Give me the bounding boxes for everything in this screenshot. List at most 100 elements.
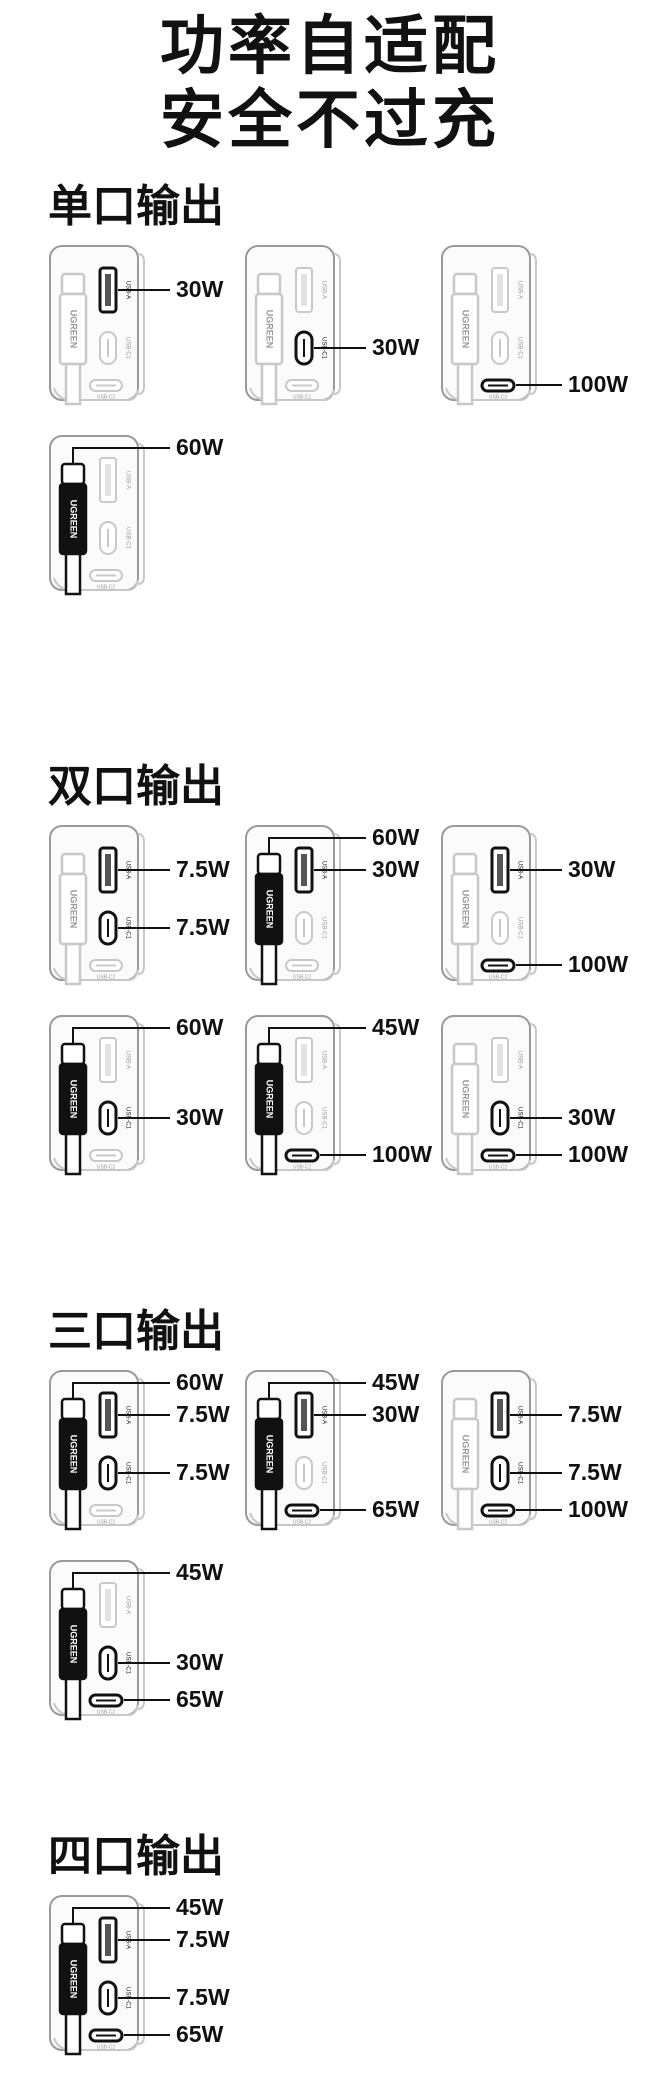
brand-logo: UGREEN (265, 1080, 275, 1119)
usb-c3-cable: UGREEN (450, 272, 480, 406)
usb-a-port-label: USB-A (516, 281, 522, 299)
power-label: 7.5W (568, 1401, 622, 1427)
power-label: 60W (176, 1014, 224, 1040)
power-label: 7.5W (176, 1984, 230, 2010)
usb-c2-port-label: USB-C2 (97, 1164, 116, 1170)
brand-logo: UGREEN (461, 890, 471, 929)
usb-c3-cable: UGREEN (58, 1397, 88, 1531)
headline-line-1: 功率自适配 (160, 10, 500, 82)
usb-c1-port-label: USB-C1 (516, 337, 522, 360)
power-label: 30W (372, 334, 420, 360)
usb-c3-cable: UGREEN (58, 272, 88, 406)
usb-c3-cable: UGREEN (450, 1042, 480, 1176)
section-title: 四口输出 (48, 1832, 224, 1881)
usb-c1-port-label: USB-C1 (320, 1107, 326, 1130)
usb-c1-port-label: USB-C1 (516, 917, 522, 940)
usb-c3-cable: UGREEN (58, 1587, 88, 1721)
usb-c2-port-label: USB-C2 (489, 974, 508, 980)
power-label: 45W (176, 1559, 224, 1585)
brand-logo: UGREEN (461, 310, 471, 349)
brand-logo: UGREEN (69, 1080, 79, 1119)
usb-c2-port-label: USB-C2 (97, 1709, 116, 1715)
power-label: 7.5W (176, 856, 230, 882)
callout-line (72, 1382, 170, 1399)
brand-logo: UGREEN (69, 890, 79, 929)
power-label: 45W (372, 1014, 420, 1040)
callout-line (268, 1027, 366, 1044)
brand-logo: UGREEN (69, 310, 79, 349)
usb-a-port-label: USB-A (124, 1051, 130, 1069)
usb-c2-port-label: USB-C2 (489, 1519, 508, 1525)
callout-line (72, 1907, 170, 1924)
power-label: 100W (372, 1141, 433, 1167)
usb-a-port-label: USB-A (516, 1051, 522, 1069)
power-label: 30W (176, 276, 224, 302)
usb-a-port-label: USB-A (320, 1051, 326, 1069)
usb-a-port-label: USB-A (320, 281, 326, 299)
usb-a-port-label: USB-A (124, 1596, 130, 1614)
headline-line-2: 安全不过充 (160, 84, 500, 156)
power-label: 65W (176, 2021, 224, 2047)
usb-c2-port-label: USB-C2 (489, 1164, 508, 1170)
power-label: 100W (568, 1141, 629, 1167)
power-label: 100W (568, 1496, 629, 1522)
callout-line (72, 447, 170, 464)
section-title: 单口输出 (48, 182, 224, 231)
brand-logo: UGREEN (265, 890, 275, 929)
brand-logo: UGREEN (265, 310, 275, 349)
power-label: 30W (372, 856, 420, 882)
usb-c3-cable: UGREEN (450, 1397, 480, 1531)
usb-c1-port-label: USB-C1 (320, 1462, 326, 1485)
power-label: 7.5W (568, 1459, 622, 1485)
brand-logo: UGREEN (265, 1435, 275, 1474)
brand-logo: UGREEN (461, 1080, 471, 1119)
usb-c3-cable: UGREEN (58, 462, 88, 596)
brand-logo: UGREEN (69, 500, 79, 539)
usb-c3-cable: UGREEN (254, 852, 284, 986)
power-label: 30W (372, 1401, 420, 1427)
brand-logo: UGREEN (69, 1625, 79, 1664)
usb-c3-cable: UGREEN (450, 852, 480, 986)
power-label: 60W (372, 824, 420, 850)
power-label: 30W (568, 1104, 616, 1130)
callout-line (268, 837, 366, 854)
usb-c1-port-label: USB-C1 (320, 917, 326, 940)
usb-c2-port-label: USB-C2 (97, 394, 116, 400)
usb-c2-port-label: USB-C2 (489, 394, 508, 400)
usb-c3-cable: UGREEN (58, 1922, 88, 2056)
usb-c2-port-label: USB-C2 (97, 974, 116, 980)
callout-line (72, 1027, 170, 1044)
power-label: 7.5W (176, 1459, 230, 1485)
power-label: 45W (176, 1894, 224, 1920)
power-label: 30W (176, 1649, 224, 1675)
power-label: 30W (568, 856, 616, 882)
usb-c3-cable: UGREEN (254, 272, 284, 406)
usb-c3-cable: UGREEN (58, 852, 88, 986)
power-label: 100W (568, 951, 629, 977)
power-label: 100W (568, 371, 629, 397)
brand-logo: UGREEN (69, 1960, 79, 1999)
usb-c1-port-label: USB-C1 (124, 527, 130, 550)
